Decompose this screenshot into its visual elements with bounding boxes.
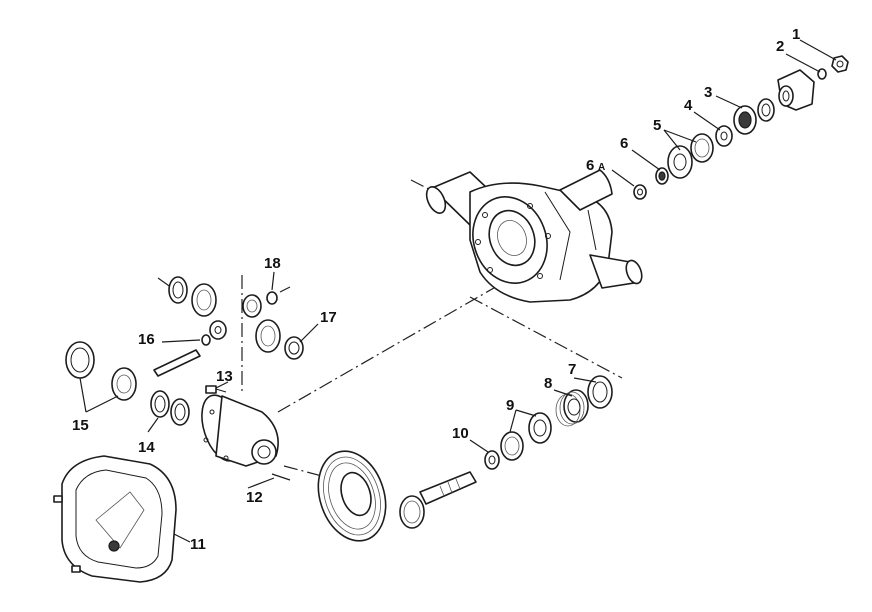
collapsible-spacer-6 — [655, 167, 669, 185]
callout-14: 14 — [138, 439, 155, 456]
bolt-13 — [205, 385, 227, 394]
drive-pinion — [399, 471, 477, 529]
callout-9: 9 — [506, 397, 514, 414]
bearing-9 — [500, 412, 552, 461]
ring-gear — [317, 450, 387, 542]
side-gear-upper — [191, 283, 217, 317]
shim-10 — [484, 450, 500, 470]
differential-case — [201, 394, 279, 467]
callout-labels: 1 2 3 4 5 6 6 A 7 8 9 10 11 12 13 14 15 … — [72, 26, 800, 553]
axle-housing — [425, 169, 643, 303]
pinion-nut — [831, 55, 849, 73]
callout-11: 11 — [190, 536, 206, 553]
callout-6: 6 — [620, 135, 628, 152]
shim-14 — [150, 390, 190, 426]
pinion-gear — [209, 294, 262, 340]
callout-1: 1 — [792, 26, 800, 43]
bearing-cup-7 — [587, 375, 613, 409]
bearing-cup-15 — [65, 341, 137, 401]
leader-lines — [79, 39, 837, 543]
callout-4: 4 — [684, 97, 693, 114]
callout-15: 15 — [72, 417, 89, 434]
callout-12: 12 — [246, 489, 263, 506]
callout-7: 7 — [568, 361, 576, 378]
callout-8: 8 — [544, 375, 552, 392]
callout-3: 3 — [704, 84, 712, 101]
washer-2 — [817, 68, 827, 80]
bearing-8 — [555, 389, 589, 427]
pinion-yoke — [777, 69, 815, 111]
callout-17: 17 — [320, 309, 337, 326]
callout-6a-number: 6 — [586, 157, 594, 174]
callout-2: 2 — [776, 38, 784, 55]
side-gear-17 — [255, 319, 304, 360]
differential-cover — [53, 455, 177, 583]
pinion-shaft-16 — [153, 334, 211, 377]
spacer-4 — [715, 125, 733, 147]
callout-5: 5 — [653, 117, 661, 134]
bearing-5 — [667, 133, 714, 179]
shim-6a — [633, 184, 647, 200]
callout-18: 18 — [264, 255, 281, 272]
callout-6a-suffix: A — [598, 162, 605, 173]
oil-seal-3 — [733, 98, 775, 135]
callout-16: 16 — [138, 331, 155, 348]
callout-13: 13 — [216, 368, 233, 385]
pin-12 — [271, 473, 291, 481]
washer-18 — [266, 291, 278, 305]
thrust-washer — [168, 276, 188, 304]
callout-10: 10 — [452, 425, 469, 442]
